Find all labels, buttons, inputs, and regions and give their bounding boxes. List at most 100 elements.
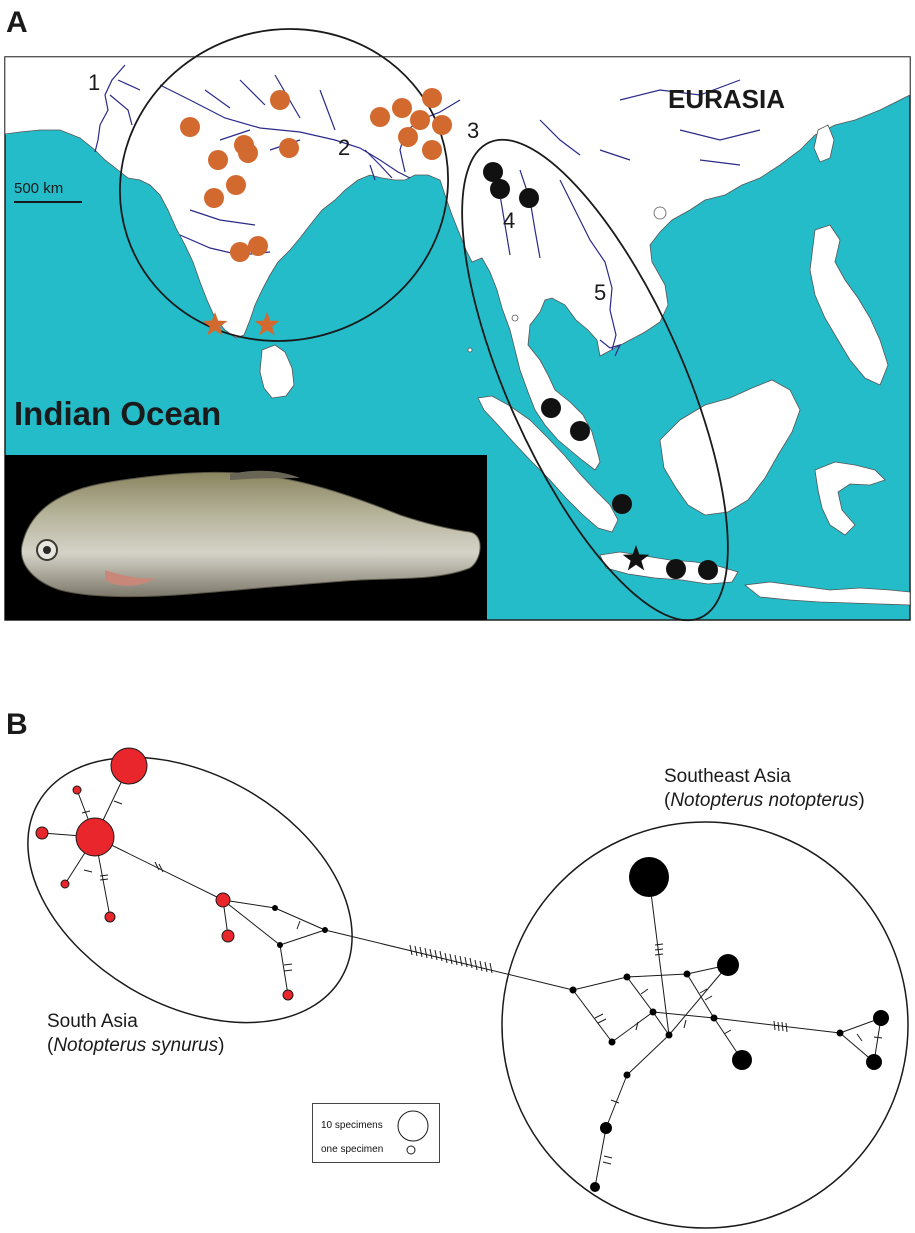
fish-body — [20, 471, 481, 598]
river-number-4: 4 — [503, 208, 515, 233]
type-locality-star — [254, 312, 280, 336]
type-locality-star — [202, 312, 228, 336]
river-number-1: 1 — [88, 70, 100, 95]
river-number-2: 2 — [338, 135, 350, 160]
sampling-site — [410, 110, 430, 130]
river-delta — [364, 149, 393, 181]
haplotype-node — [215, 892, 231, 908]
legend-symbols — [397, 1110, 429, 1155]
philippines-islands — [809, 224, 889, 386]
haplotype-node — [60, 879, 70, 889]
sampling-site — [204, 188, 224, 208]
south-asia-haplotypes — [35, 747, 294, 1001]
legend-small-circle — [406, 1145, 416, 1155]
mainland-asia-landmass — [5, 57, 910, 471]
median-vector — [683, 970, 691, 978]
south-asia-species-line: (Notopterus synurus) — [47, 1035, 225, 1056]
distribution-map: EURASIA Indian Ocean 500 km 1 2 3 4 5 — [4, 28, 911, 622]
haplotype-node — [75, 817, 115, 857]
haplotype-node — [221, 929, 235, 943]
sampling-site — [238, 143, 258, 163]
sampling-site — [483, 162, 503, 182]
south-asia-species-name: Notopterus synurus — [53, 1035, 219, 1056]
network-edges — [41, 765, 882, 1188]
south-asia-sites — [180, 88, 452, 336]
sampling-site — [248, 236, 268, 256]
sampling-site — [422, 88, 442, 108]
southeast-asia-region-name: Southeast Asia — [664, 766, 791, 787]
southeast-asia-haplotypes — [590, 857, 889, 1192]
sampling-site — [270, 90, 290, 110]
legend-ten-specimens-label: 10 specimens — [321, 1120, 383, 1131]
sumatra-island — [477, 395, 619, 533]
southeast-asia-group-circle — [501, 821, 909, 1229]
median-vector — [608, 1038, 616, 1046]
median-vector — [569, 986, 577, 994]
south-asia-label: South Asia (Notopterus synurus) — [47, 1010, 224, 1058]
taiwan-island — [813, 124, 835, 163]
haplotype-node — [600, 1122, 612, 1134]
specimen-size-legend: 10 specimens one specimen — [312, 1103, 440, 1163]
borneo-island — [659, 379, 801, 516]
river-mekong — [559, 179, 617, 351]
sampling-site — [370, 107, 390, 127]
median-vector — [623, 1071, 631, 1079]
sampling-site — [226, 175, 246, 195]
sampling-site — [422, 140, 442, 160]
median-vector — [665, 1031, 673, 1039]
river-number-3: 3 — [467, 118, 479, 143]
river-number-5: 5 — [594, 280, 606, 305]
haplotype-node — [873, 1010, 889, 1026]
fish-dorsal-fin — [230, 470, 300, 480]
river-ganges — [159, 84, 411, 179]
river-mekong-delta — [599, 339, 622, 357]
sampling-site — [570, 421, 590, 441]
lesser-sunda-islands — [744, 581, 910, 606]
hainan-island — [653, 206, 667, 220]
small-island — [511, 314, 519, 322]
sampling-site — [519, 188, 539, 208]
river-network — [94, 64, 761, 357]
mutation-ticks — [81, 800, 883, 1165]
river-indochina — [539, 119, 631, 161]
southeast-asia-species-line: (Notopterus notopterus) — [664, 790, 865, 811]
fish-pectoral-fin — [105, 570, 155, 586]
southeast-asia-label: Southeast Asia (Notopterus notopterus) — [664, 765, 865, 813]
median-vector — [836, 1029, 844, 1037]
haplotype-network — [27, 747, 909, 1229]
sampling-site — [490, 179, 510, 199]
sampling-site — [432, 115, 452, 135]
haplotype-node — [110, 747, 148, 785]
southeast-asia-sites — [483, 162, 718, 580]
haplotype-node — [104, 911, 116, 923]
median-vector — [623, 973, 631, 981]
river-indus — [94, 64, 126, 153]
eurasia-label: EURASIA — [668, 84, 785, 114]
river-china — [619, 79, 761, 166]
small-island — [467, 347, 473, 353]
sampling-site — [398, 127, 418, 147]
haplotype-node — [732, 1050, 752, 1070]
sampling-site — [698, 560, 718, 580]
southeast-asia-range-ellipse — [461, 138, 729, 622]
sri-lanka-island — [259, 344, 295, 399]
legend-large-circle — [397, 1110, 429, 1142]
median-vectors — [272, 905, 844, 1079]
sampling-site — [180, 117, 200, 137]
scale-bar-label: 500 km — [14, 180, 63, 197]
haplotype-node — [282, 989, 294, 1001]
southeast-asia-species-name: Notopterus notopterus — [670, 790, 859, 811]
panel-b-label: B — [6, 708, 28, 741]
haplotype-node — [72, 785, 82, 795]
haplotype-node — [35, 826, 49, 840]
median-vector — [649, 1008, 657, 1016]
haplotype-node — [629, 857, 669, 897]
median-vector — [710, 1014, 718, 1022]
sampling-site — [541, 398, 561, 418]
sampling-site — [230, 242, 250, 262]
sampling-site — [666, 559, 686, 579]
fish-photo — [5, 455, 487, 620]
river-indus-tributaries — [109, 79, 141, 126]
sampling-site — [392, 98, 412, 118]
